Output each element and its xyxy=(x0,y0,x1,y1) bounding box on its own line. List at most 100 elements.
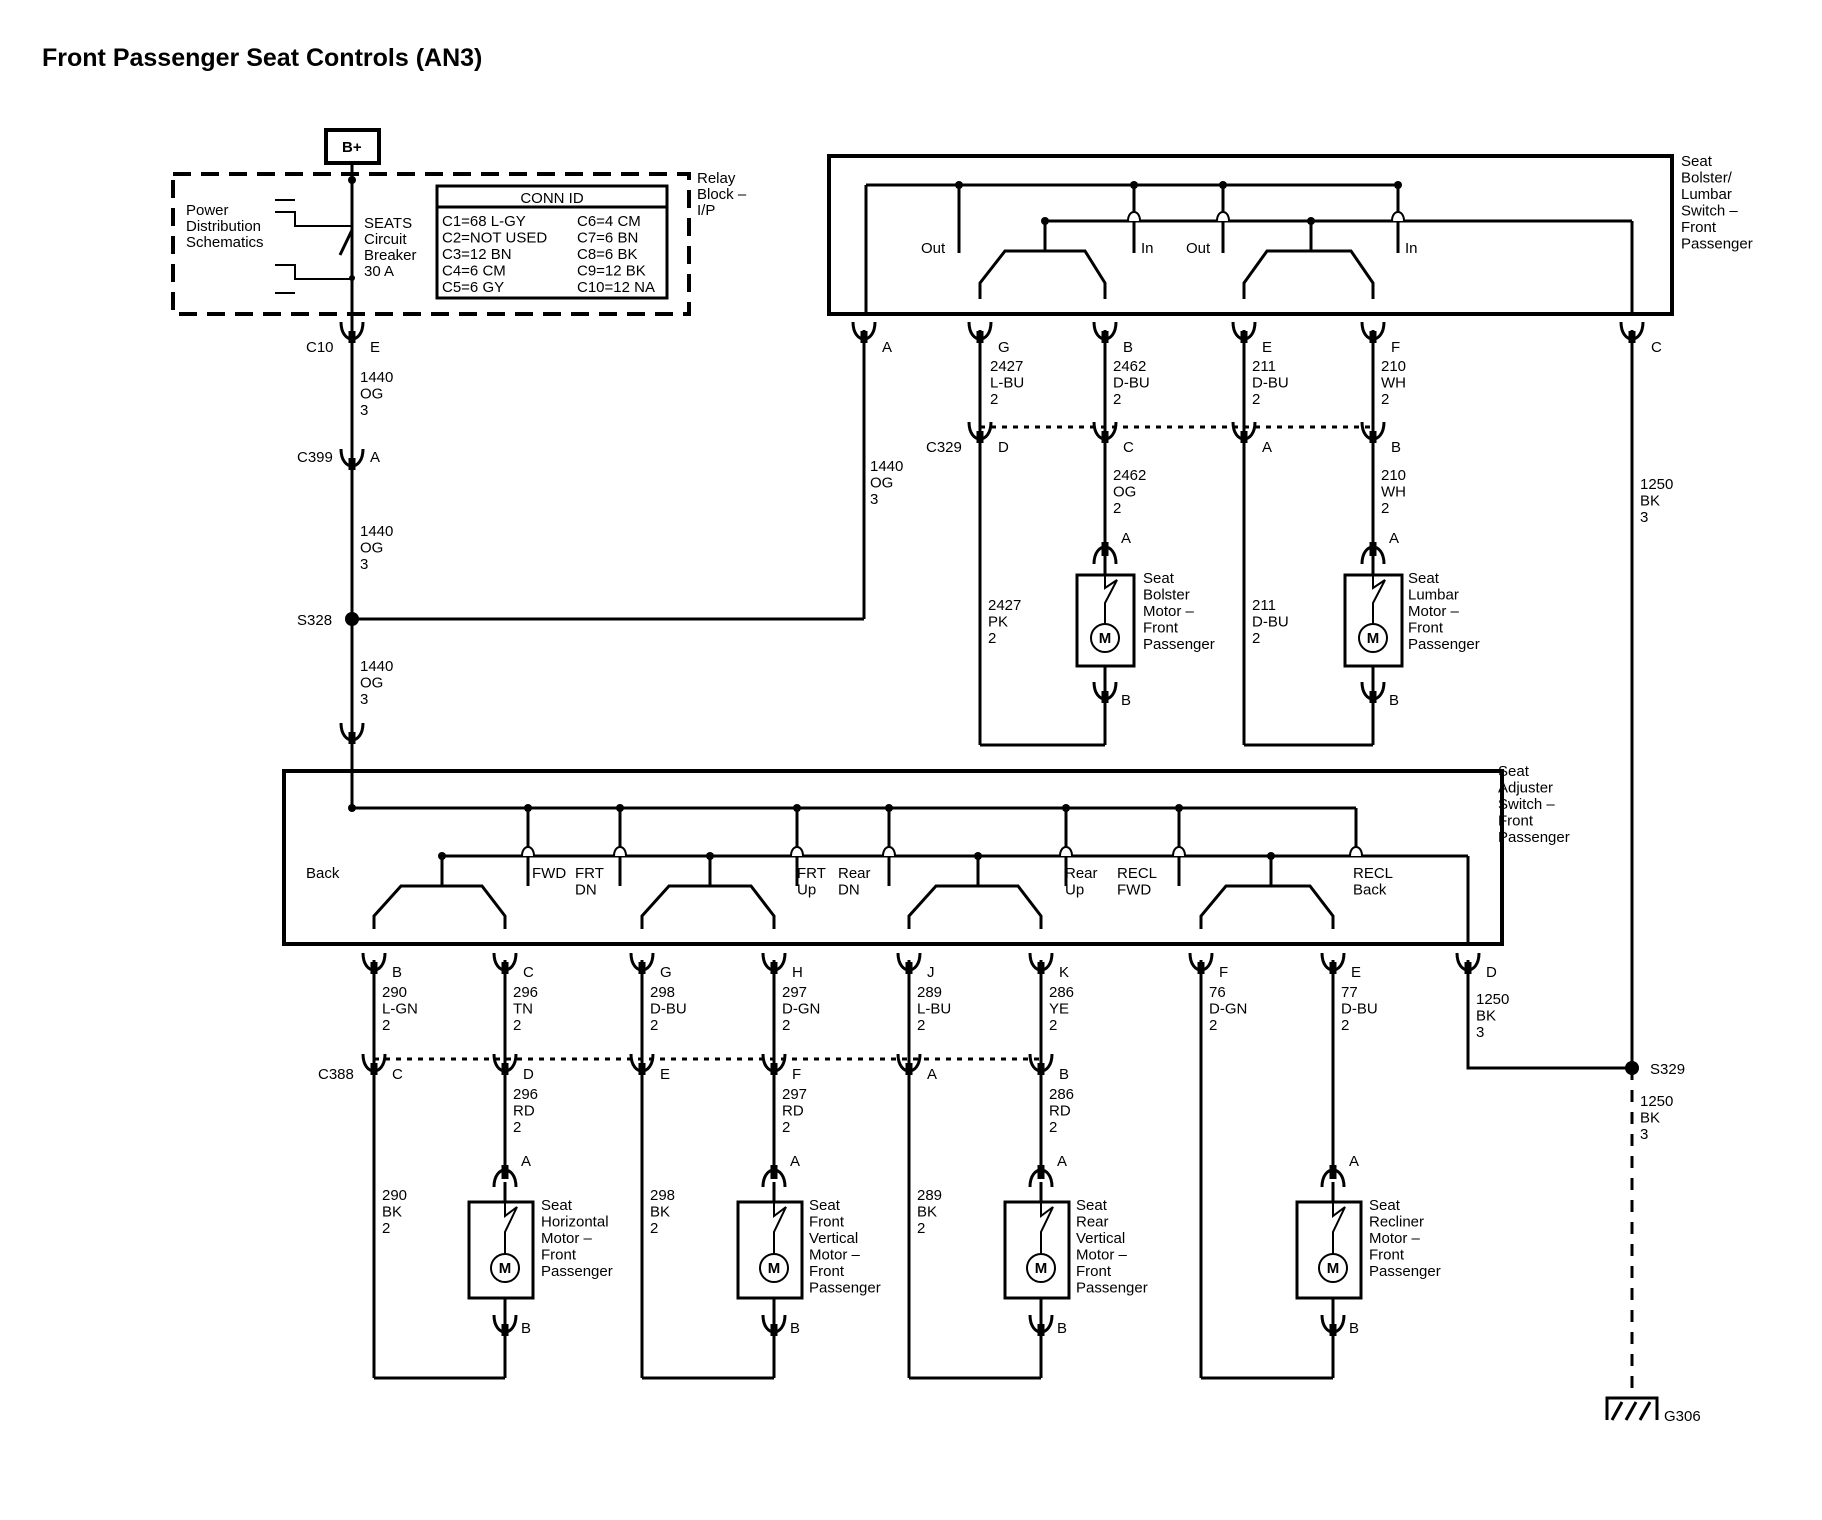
wire-2427-pk-line-1: 2427 xyxy=(988,597,1021,614)
bolster-lumbar-switch-label-line-6: Passenger xyxy=(1681,236,1753,253)
wire-298-bk-line-1: 298 xyxy=(650,1187,675,1204)
bolster-motor-label-line-1: Seat xyxy=(1143,570,1175,587)
splice-s328-label: S328 xyxy=(297,612,332,629)
pin-g: G xyxy=(660,964,672,981)
pin-b: B xyxy=(392,964,402,981)
wire-1440-og-line-1: 1440 xyxy=(360,523,393,540)
motor-pin-b: B xyxy=(790,1320,800,1337)
wire-1440-og-line-1: 1440 xyxy=(360,369,393,386)
pin-k: K xyxy=(1059,964,1069,981)
wire-211-dbu-line-1: 211 xyxy=(1252,597,1276,614)
wire-76-dgn-line-1: 76 xyxy=(1209,984,1226,1001)
horizontal-motor xyxy=(467,1182,535,1378)
motor-pin-b: B xyxy=(1389,692,1399,709)
wire-1250-bk-line-2: BK xyxy=(1640,1110,1660,1127)
wire-211-dbu-line-3: 2 xyxy=(1252,630,1260,647)
pin-c: C xyxy=(1123,439,1134,456)
front-vertical-motor-label-line-1: Seat xyxy=(809,1197,841,1214)
wire-210-wh-line-1: 210 xyxy=(1381,358,1406,375)
conn-id-cell: C1=68 L-GY xyxy=(442,213,526,230)
wire-1440-og-line-3: 3 xyxy=(360,691,368,708)
bolster-lumbar-switch-label-line-4: Switch – xyxy=(1681,203,1738,220)
wire-286-ye-line-2: YE xyxy=(1049,1001,1069,1018)
pin-a: A xyxy=(882,339,892,356)
motor-pin-b: B xyxy=(1349,1320,1359,1337)
wire-1250-bk-line-1: 1250 xyxy=(1476,991,1509,1008)
rear-vertical-motor-label-line-6: Passenger xyxy=(1076,1280,1148,1297)
motor-pin-a: A xyxy=(1057,1153,1067,1170)
wire-1250-bk-line-1: 1250 xyxy=(1640,476,1673,493)
seats-circuit-breaker-label-line-3: Breaker xyxy=(364,247,417,264)
conn-id-cell: C7=6 BN xyxy=(577,230,638,247)
pin-f: F xyxy=(1391,339,1400,356)
bolster-motor-label-line-4: Front xyxy=(1143,620,1179,637)
conn-id-cell: C8=6 BK xyxy=(577,246,637,263)
seat-adjuster-switch-label-line-2: Adjuster xyxy=(1498,780,1553,797)
lumbar-motor-label-line-3: Motor – xyxy=(1408,603,1460,620)
wire-1440-og-line-2: OG xyxy=(360,540,383,557)
wire-77-dbu-line-3: 2 xyxy=(1341,1017,1349,1034)
conn-id-cell: C5=6 GY xyxy=(442,279,504,296)
wire-298-dbu-line-2: D-BU xyxy=(650,1001,687,1018)
wire-1440-og-line-2: OG xyxy=(870,475,893,492)
switch-pos-frt-up-line-2: Up xyxy=(797,882,816,899)
wire-210-wh-line-1: 210 xyxy=(1381,467,1406,484)
motor-symbol: M xyxy=(1327,1260,1340,1277)
motor-pin-a: A xyxy=(790,1153,800,1170)
conn-id-cell: C6=4 CM xyxy=(577,213,641,230)
wire-286-ye-line-1: 286 xyxy=(1049,984,1074,1001)
switch-pos-rear-up-line-2: Up xyxy=(1065,882,1084,899)
wire-297-rd-line-3: 2 xyxy=(782,1119,790,1136)
power-distribution-ref-line-2: Distribution xyxy=(186,218,261,235)
wire-286-rd-line-2: RD xyxy=(1049,1103,1071,1120)
front-vertical-motor-label-line-3: Vertical xyxy=(809,1230,858,1247)
wire-2462-og-line-1: 2462 xyxy=(1113,467,1146,484)
wire-211-dbu-line-1: 211 xyxy=(1252,358,1276,375)
wire-286-rd-line-3: 2 xyxy=(1049,1119,1057,1136)
lumbar-motor-label-line-4: Front xyxy=(1408,620,1444,637)
wire-1440-og-line-1: 1440 xyxy=(870,458,903,475)
lumbar-motor xyxy=(1343,560,1404,745)
pin-e: E xyxy=(1351,964,1361,981)
seat-adjuster-switch-label-line-4: Front xyxy=(1498,813,1534,830)
pin-b: B xyxy=(1059,1066,1069,1083)
wire-2427-pk-line-2: PK xyxy=(988,614,1008,631)
lumbar-motor-label-line-1: Seat xyxy=(1408,570,1440,587)
wire-2427-lbu-line-2: L-BU xyxy=(990,375,1024,392)
battery-label: B+ xyxy=(342,139,362,156)
seats-circuit-breaker-label-line-4: 30 A xyxy=(364,263,394,280)
wire-1250-bk-line-1: 1250 xyxy=(1640,1093,1673,1110)
wire-290-bk-line-3: 2 xyxy=(382,1220,390,1237)
relay-block: B+ xyxy=(171,128,691,340)
wire-298-bk-line-2: BK xyxy=(650,1204,670,1221)
wire-290-bk-line-2: BK xyxy=(382,1204,402,1221)
wire-290-lgn-line-3: 2 xyxy=(382,1017,390,1034)
bolster-lumbar-switch-label-line-2: Bolster/ xyxy=(1681,170,1733,187)
front-vertical-motor-label-line-2: Front xyxy=(809,1214,845,1231)
pin-f: F xyxy=(1219,964,1228,981)
horizontal-motor-label-line-3: Motor – xyxy=(541,1230,593,1247)
wire-289-lbu-line-1: 289 xyxy=(917,984,942,1001)
bolster-lumbar-switch xyxy=(827,154,1674,316)
seat-adjuster-switch xyxy=(282,769,1504,946)
motor-pin-a: A xyxy=(1121,530,1131,547)
rear-vertical-motor-label-line-1: Seat xyxy=(1076,1197,1108,1214)
wire-290-lgn-line-2: L-GN xyxy=(382,1001,418,1018)
motor-pin-a: A xyxy=(1389,530,1399,547)
pin-f: F xyxy=(792,1066,801,1083)
rear-vertical-motor-label-line-2: Rear xyxy=(1076,1214,1109,1231)
wire-296-tn-line-1: 296 xyxy=(513,984,538,1001)
pin-h: H xyxy=(792,964,803,981)
relay-block-label-line-2: Block – xyxy=(697,186,747,203)
wire-1440-og-line-2: OG xyxy=(360,675,383,692)
switch-pos-frt-dn-line-1: FRT xyxy=(575,865,604,882)
motor-pin-b: B xyxy=(1057,1320,1067,1337)
wire-2462-dbu-line-1: 2462 xyxy=(1113,358,1146,375)
page-title: Front Passenger Seat Controls (AN3) xyxy=(42,44,482,72)
rear-vertical-motor xyxy=(1003,1182,1071,1378)
motor-symbol: M xyxy=(499,1260,512,1277)
pin-d: D xyxy=(523,1066,534,1083)
wire-2462-dbu-line-3: 2 xyxy=(1113,391,1121,408)
conn-id-cell: C2=NOT USED xyxy=(442,230,547,247)
